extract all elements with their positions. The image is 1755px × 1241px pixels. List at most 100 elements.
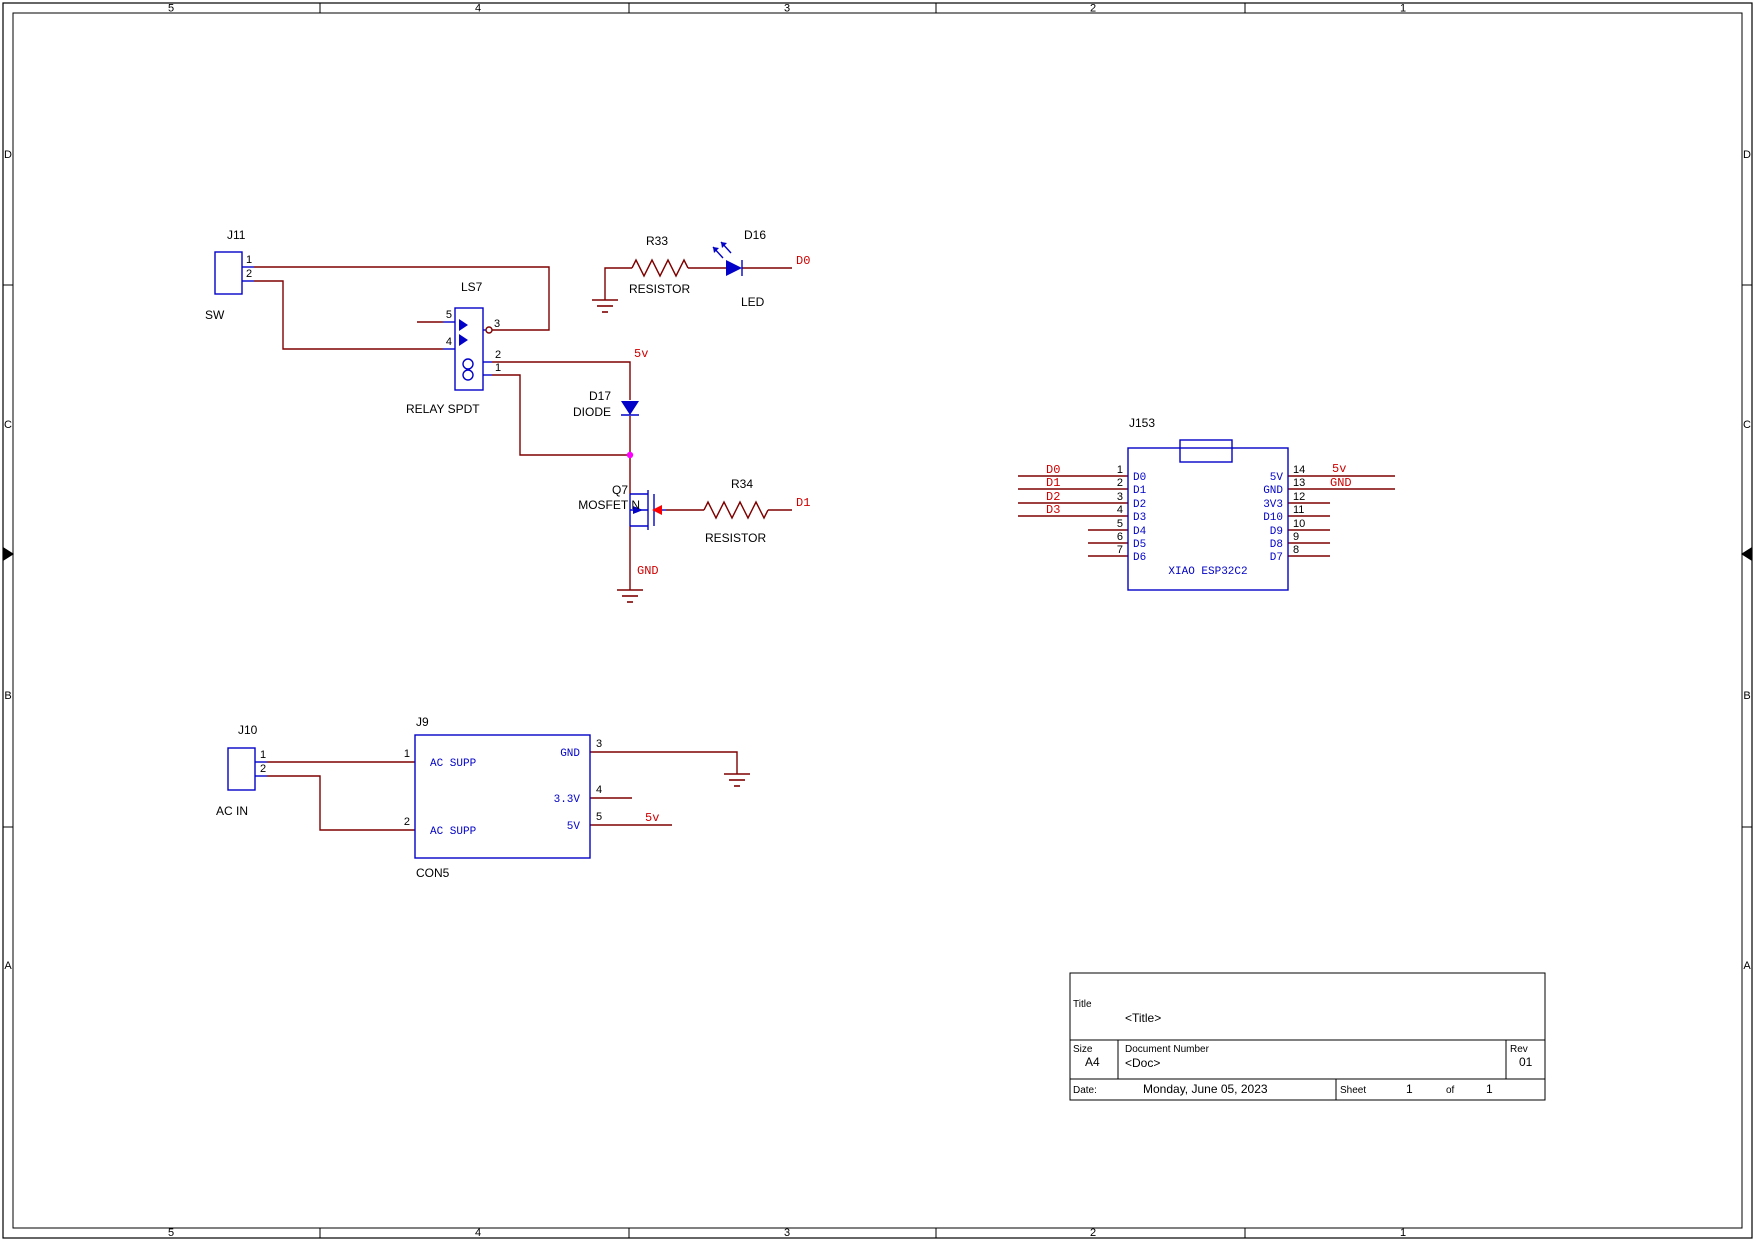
wire-j10p2-j9p2[interactable] bbox=[267, 775, 415, 831]
frame-row-label: C bbox=[1743, 419, 1751, 431]
j9-pin3-name: GND bbox=[560, 748, 580, 760]
component-q7-mosfet[interactable]: Q7 MOSFET N bbox=[578, 483, 666, 530]
relay-pin2-number: 2 bbox=[495, 349, 501, 361]
doc-number-label: Document Number bbox=[1125, 1044, 1210, 1055]
j153-pin-name: D0 bbox=[1133, 472, 1146, 484]
frame-row-label: C bbox=[4, 419, 12, 431]
component-r34[interactable]: R34 RESISTOR bbox=[703, 477, 769, 545]
ground-symbol[interactable] bbox=[724, 773, 750, 787]
relay-contact-arrow bbox=[459, 334, 468, 346]
d16-refdes: D16 bbox=[744, 228, 766, 242]
relay-pin4-number: 4 bbox=[446, 336, 452, 348]
wires bbox=[254, 266, 1395, 831]
relay-coil bbox=[462, 369, 474, 381]
net-label-d2[interactable]: D2 bbox=[1046, 490, 1060, 504]
j9-pin2-number: 2 bbox=[404, 816, 410, 828]
j153-pin-number: 7 bbox=[1117, 544, 1123, 556]
j153-pin-number: 13 bbox=[1293, 477, 1305, 489]
component-j9[interactable]: J9 CON5 1 2 3 4 5 AC SUPP AC SUPP GND 3.… bbox=[404, 715, 602, 880]
frame-row-label: B bbox=[1743, 690, 1750, 702]
j153-pin-name: D3 bbox=[1133, 512, 1146, 524]
component-d16-led[interactable]: D16 LED bbox=[712, 228, 766, 309]
j153-pin-number: 2 bbox=[1117, 477, 1123, 489]
sheet-number: 1 bbox=[1406, 1082, 1413, 1096]
wire-j11p2-relay4[interactable] bbox=[254, 280, 443, 350]
j153-pin-number: 3 bbox=[1117, 491, 1123, 503]
j9-pin1-number: 1 bbox=[404, 748, 410, 760]
rev-label: Rev bbox=[1510, 1044, 1528, 1055]
wire-j9p3-gnd[interactable] bbox=[590, 751, 738, 774]
net-label-5v[interactable]: 5v bbox=[1332, 462, 1346, 476]
component-j10[interactable]: 1 2 J10 AC IN bbox=[216, 723, 267, 818]
j153-pin-name: D9 bbox=[1270, 526, 1283, 538]
r33-zigzag bbox=[631, 258, 689, 278]
frame-col-label: 1 bbox=[1400, 3, 1406, 15]
net-label-d0[interactable]: D0 bbox=[796, 254, 810, 268]
rev-value: 01 bbox=[1519, 1055, 1533, 1069]
j153-pin-name: D4 bbox=[1133, 526, 1147, 538]
frame-col-label: 2 bbox=[1090, 1227, 1096, 1239]
net-label-gnd[interactable]: GND bbox=[1330, 476, 1352, 490]
ground-symbol[interactable] bbox=[617, 589, 643, 603]
relay-no-contact-circle bbox=[485, 326, 493, 334]
j153-body bbox=[1127, 447, 1289, 591]
j11-pin2-number: 2 bbox=[246, 268, 252, 280]
sheet-of-label: of bbox=[1446, 1085, 1455, 1096]
q7-refdes: Q7 bbox=[612, 483, 628, 497]
frame-col-label: 5 bbox=[168, 1227, 174, 1239]
sheet-label: Sheet bbox=[1340, 1085, 1366, 1096]
ground-symbol[interactable] bbox=[592, 299, 618, 313]
frame-col-label: 2 bbox=[1090, 3, 1096, 15]
r34-zigzag bbox=[703, 500, 769, 520]
j153-pin-number: 8 bbox=[1293, 544, 1299, 556]
net-label-5v[interactable]: 5v bbox=[634, 347, 648, 361]
component-j153[interactable]: J153 XIAO ESP32C2 1 2 3 4 5 6 7 D0 D1 D2… bbox=[1117, 416, 1305, 591]
relay-pin5-number: 5 bbox=[446, 309, 452, 321]
j10-pin2-number: 2 bbox=[260, 763, 266, 775]
j153-pin-name: D1 bbox=[1133, 485, 1147, 497]
sheet-total: 1 bbox=[1486, 1082, 1493, 1096]
frame-col-label: 4 bbox=[475, 3, 481, 15]
component-r33[interactable]: R33 RESISTOR bbox=[629, 234, 690, 296]
component-ls7-relay[interactable]: 5 4 3 2 1 LS7 RELAY SPDT bbox=[406, 280, 501, 416]
net-label-gnd[interactable]: GND bbox=[637, 564, 659, 578]
net-label-d1[interactable]: D1 bbox=[796, 496, 810, 510]
net-arrow-marker bbox=[652, 505, 662, 515]
j153-pin-name: D7 bbox=[1270, 552, 1283, 564]
j153-pin-name: 5V bbox=[1270, 472, 1284, 484]
j153-value: XIAO ESP32C2 bbox=[1168, 566, 1247, 578]
d16-value: LED bbox=[741, 295, 765, 309]
component-j11[interactable]: 1 2 J11 SW bbox=[205, 228, 254, 322]
j153-pin-name: D2 bbox=[1133, 499, 1146, 511]
r33-refdes: R33 bbox=[646, 234, 668, 248]
size-value: A4 bbox=[1085, 1055, 1100, 1069]
j153-pin-name: 3V3 bbox=[1263, 499, 1283, 511]
wire-junction bbox=[626, 451, 634, 459]
net-label-d3[interactable]: D3 bbox=[1046, 503, 1060, 517]
diode-triangle bbox=[621, 401, 639, 415]
mosfet-body-arrow bbox=[633, 506, 643, 514]
j9-pin5-name: 5V bbox=[567, 821, 581, 833]
component-d17-diode[interactable]: D17 DIODE bbox=[573, 389, 639, 419]
title-block: Title <Title> Size A4 Document Number <D… bbox=[1069, 972, 1546, 1101]
net-label-d0[interactable]: D0 bbox=[1046, 463, 1060, 477]
relay-pin3-number: 3 bbox=[494, 318, 500, 330]
j153-pin-name: D8 bbox=[1270, 539, 1283, 551]
relay-refdes: LS7 bbox=[461, 280, 483, 294]
j11-value: SW bbox=[205, 308, 225, 322]
led-emission-arrowhead bbox=[713, 247, 719, 253]
wire-gnd-r33[interactable] bbox=[604, 267, 632, 300]
wire-j11p1-relay3[interactable] bbox=[254, 266, 550, 331]
relay-value: RELAY SPDT bbox=[406, 402, 480, 416]
frame-row-label: D bbox=[4, 149, 12, 161]
j9-pin2-name: AC SUPP bbox=[430, 826, 477, 838]
wire-relay1-junction[interactable] bbox=[492, 374, 630, 456]
net-label-5v[interactable]: 5v bbox=[645, 811, 659, 825]
title-value: <Title> bbox=[1125, 1011, 1161, 1025]
net-label-d1[interactable]: D1 bbox=[1046, 476, 1060, 490]
led-triangle bbox=[726, 260, 742, 276]
frame-row-label: D bbox=[1743, 149, 1751, 161]
wire-relay2-5v[interactable] bbox=[492, 361, 631, 400]
d17-value: DIODE bbox=[573, 405, 611, 419]
